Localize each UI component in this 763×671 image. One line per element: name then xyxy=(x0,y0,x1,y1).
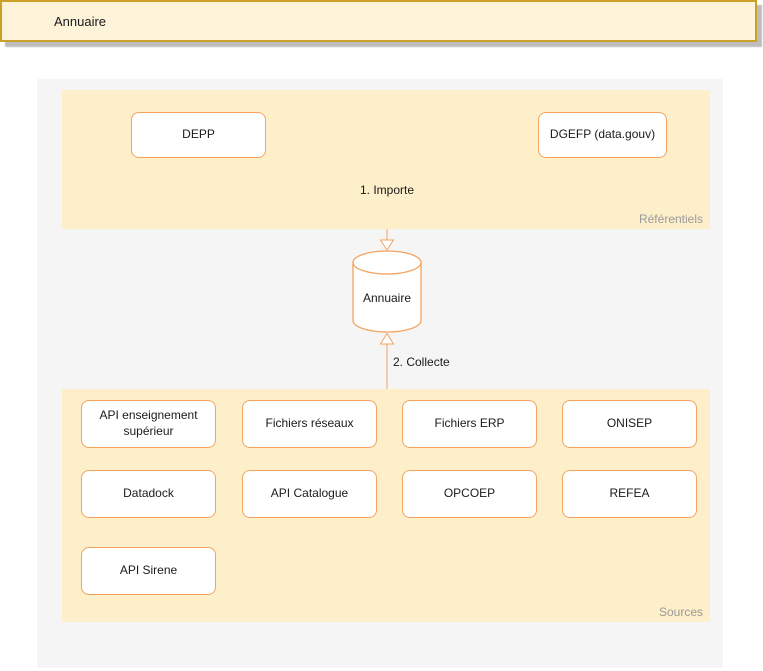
edge-label-importe: 1. Importe xyxy=(359,183,415,197)
edge-label-collecte: 2. Collecte xyxy=(393,355,450,369)
node-depp: DEPP xyxy=(131,112,266,158)
sources-container: API enseignement supérieur Fichiers rése… xyxy=(62,389,710,622)
node-label: REFEA xyxy=(609,486,650,501)
node-dgefp: DGEFP (data.gouv) xyxy=(538,112,667,158)
database-cylinder-icon xyxy=(352,250,422,333)
diagram-canvas: DEPP DGEFP (data.gouv) Référentiels 1. I… xyxy=(37,79,723,668)
node-label: DEPP xyxy=(182,127,215,142)
node-label: API enseignement supérieur xyxy=(99,408,198,438)
source-node-onisep: ONISEP xyxy=(562,400,697,448)
referentiels-label: Référentiels xyxy=(638,212,703,226)
referentiels-container: DEPP DGEFP (data.gouv) Référentiels xyxy=(62,90,710,229)
collecte-arrowhead-icon xyxy=(379,332,395,345)
source-node-fichiers-erp: Fichiers ERP xyxy=(402,400,537,448)
node-label: Datadock xyxy=(123,486,174,501)
database-label: Annuaire xyxy=(362,291,412,305)
node-label: ONISEP xyxy=(606,416,653,431)
node-label: API Catalogue xyxy=(270,486,349,501)
source-node-refea: REFEA xyxy=(562,470,697,518)
source-node-api-catalogue: API Catalogue xyxy=(242,470,377,518)
node-label: Fichiers ERP xyxy=(434,416,505,431)
importe-arrowhead-icon xyxy=(379,239,395,251)
annuaire-database-node: Annuaire xyxy=(352,250,422,333)
node-label: OPCOEP xyxy=(443,486,496,501)
node-label: API Sirene xyxy=(119,563,178,578)
source-node-opcoep: OPCOEP xyxy=(402,470,537,518)
node-label: Fichiers réseaux xyxy=(265,416,354,431)
node-label: DGEFP (data.gouv) xyxy=(549,127,656,142)
source-node-datadock: Datadock xyxy=(81,470,216,518)
source-node-api-enseignement-superieur: API enseignement supérieur xyxy=(81,400,216,448)
diagram-title: Annuaire xyxy=(54,13,107,29)
diagram-title-bar: Annuaire xyxy=(0,0,757,42)
source-node-fichiers-reseaux: Fichiers réseaux xyxy=(242,400,377,448)
source-node-api-sirene: API Sirene xyxy=(81,547,216,595)
sources-label: Sources xyxy=(658,605,703,619)
